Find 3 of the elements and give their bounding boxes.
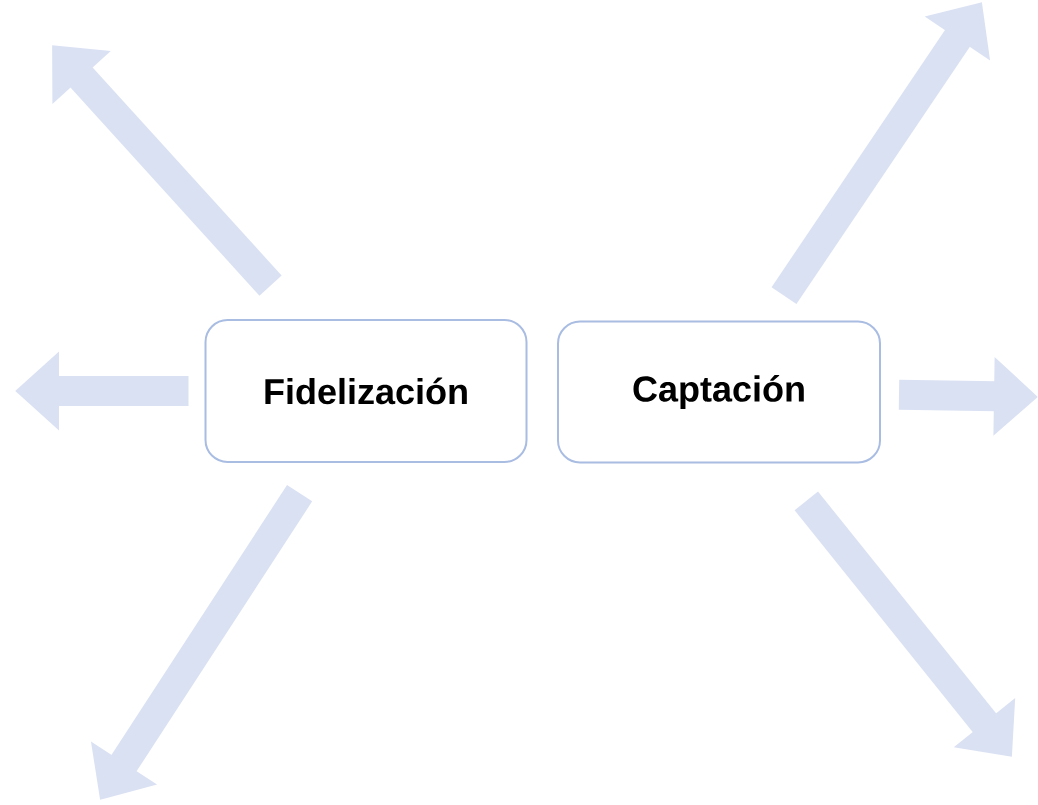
arrow [52, 45, 282, 296]
label-box: Fidelización [204, 319, 528, 463]
label-box: Captación [557, 320, 881, 464]
